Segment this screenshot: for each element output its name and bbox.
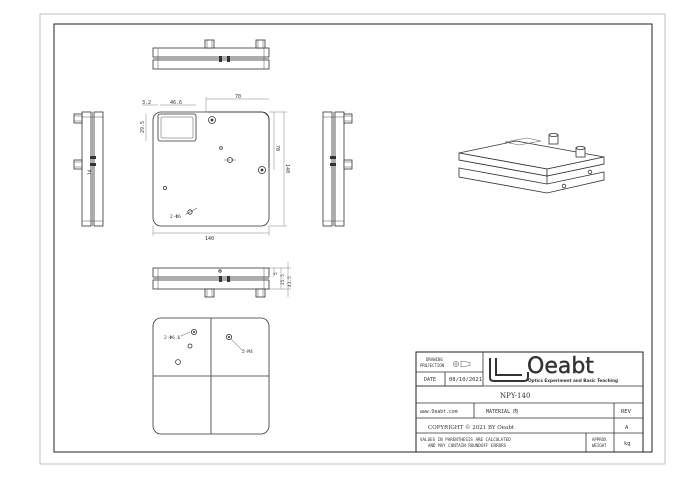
- outer-border: [39, 13, 666, 465]
- dim-41-5: 41.5: [287, 276, 293, 287]
- dim-70-top: 70: [235, 94, 241, 100]
- date-label: DATE: [424, 377, 436, 383]
- weight-label-1: APPROX: [592, 437, 607, 442]
- date-value: 08/10/2021: [449, 377, 482, 383]
- mount-hole-upper: [208, 116, 216, 124]
- callout-hole-m4-q2: 2-M4: [242, 349, 253, 355]
- note-line-2: AND MAY CONTAIN ROUNDOFF ERRORS: [428, 443, 507, 448]
- note-line-1: VALUES IN PARENTHESIS ARE CALCULATED: [420, 437, 511, 442]
- rev-label: REV: [621, 409, 632, 415]
- front-plan-view: 2-Φ6 3.2 46.6 70 29.5 70 140 140: [140, 94, 290, 242]
- projection-label-2: PROJECTION: [420, 363, 445, 368]
- website: www.Oeabt.com: [420, 409, 458, 415]
- projection-label-1: DRAWING: [426, 357, 443, 362]
- callout-hole-small-q1: 2-Φ6.6: [164, 335, 181, 341]
- rev-value: A: [625, 425, 629, 431]
- dim-140-right: 140: [284, 164, 290, 173]
- dim-70-right: 70: [274, 145, 280, 151]
- title-block: DRAWING PROJECTION DATE 08/10/2021 Oeabt…: [415, 351, 644, 453]
- back-quadrant-view: 2-Φ6.6 2-M4: [152, 317, 270, 435]
- weight-label-2: WEIGHT: [592, 443, 607, 448]
- bottom-side-view: 5 25.5 41.5: [152, 262, 293, 298]
- top-side-view: [152, 39, 270, 70]
- left-side-view: 14: [73, 111, 104, 227]
- dim-25-5: 25.5: [280, 274, 286, 285]
- dim-140-bottom: 140: [205, 236, 214, 242]
- part-number: NPY-140: [500, 392, 530, 400]
- mount-hole-right: [258, 166, 266, 174]
- weight-unit: kg: [624, 441, 631, 447]
- copyright: COPYRIGHT © 2021 BY Oeabt: [428, 424, 515, 431]
- dim-5: 5: [273, 272, 279, 275]
- dim-14: 14: [87, 169, 93, 175]
- dim-29-5: 29.5: [140, 121, 146, 133]
- callout-hole-small-top: 2-Φ6: [170, 214, 181, 220]
- brand-logo-text: Oeabt: [527, 354, 594, 379]
- dim-46-6: 46.6: [170, 100, 182, 106]
- oeabt-logo: Oeabt Optics Experiment and Basic Teachi…: [489, 354, 618, 383]
- drawing-frame: [53, 23, 653, 453]
- material-label: MATERIAL 肉: [486, 408, 518, 415]
- dim-3-2: 3.2: [142, 100, 151, 106]
- brand-tagline: Optics Experiment and Basic Teaching: [528, 378, 618, 383]
- isometric-view: [458, 133, 605, 194]
- right-side-view: [322, 111, 353, 227]
- projection-symbol: [452, 360, 471, 368]
